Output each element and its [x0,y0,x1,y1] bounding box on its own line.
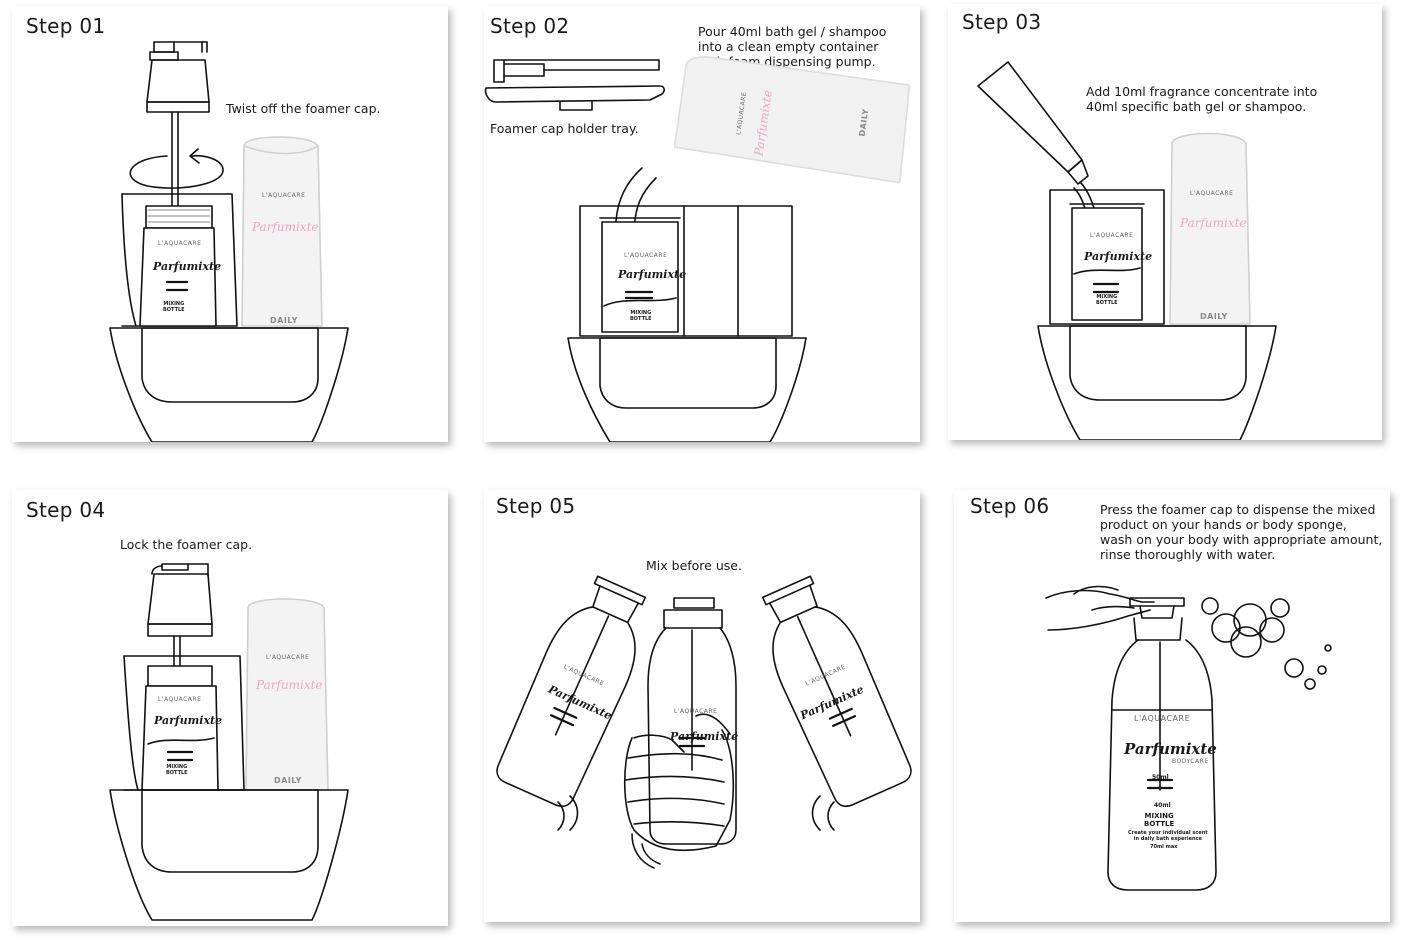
bottle-mixing-label: MIXING BOTTLE [630,310,652,322]
bottle-brand: L'AQUACARE [1090,232,1134,239]
daily-label: DAILY [1200,312,1228,321]
bottle-mixing-label: MIXING BOTTLE [163,301,185,313]
step-card-03: Step 03 Add 10ml fragrance concentrate i… [948,4,1382,440]
bottle-brand-center: L'AQUACARE [674,708,718,715]
bottle-sub: BODYCARE [1172,758,1209,765]
step-caption: Twist off the foamer cap. [226,101,381,116]
step-title: Step 06 [970,494,1050,518]
bottle-name: Parfumixte [1084,250,1153,263]
step-caption: Add 10ml fragrance concentrate into 40ml… [1086,84,1318,114]
foamer-cap-icon [148,564,212,668]
bottle-name: Parfumixte [153,260,222,273]
daily-name: Parfumixte [256,678,323,692]
daily-brand: L'AQUACARE [266,654,310,661]
step-caption: Mix before use. [646,558,742,573]
bottle-vol-a: 50ml [1152,774,1169,781]
step-title: Step 05 [496,494,576,518]
bottle-mixing-label: MIXING BOTTLE [1144,812,1175,828]
step-title: Step 01 [26,14,106,38]
step-title: Step 03 [962,10,1042,34]
bottle-name: Parfumixte [618,268,687,281]
bottle-brand: L'AQUACARE [1134,714,1191,723]
bottle-tagline: Create your individual scent in daily ba… [1128,830,1208,842]
step-caption: Lock the foamer cap. [120,537,253,552]
daily-name: Parfumixte [1180,216,1247,230]
step-card-05: Step 05 Mix before use. [484,490,920,922]
bubbles-icon [1202,598,1331,689]
step-caption-tray: Foamer cap holder tray. [490,121,639,136]
tray-icon [485,60,664,110]
step-title: Step 02 [490,14,570,38]
shake-lines-icon [558,796,834,868]
bottle-mixing-label: MIXING BOTTLE [1096,294,1118,306]
hand-icon [1046,587,1154,630]
step-02-illustration [484,6,920,442]
step-caption: Press the foamer cap to dispense the mix… [1100,502,1383,562]
daily-label: DAILY [274,776,302,785]
step-card-04: Step 04 Lock the foamer cap. L'AQUACARE … [12,490,448,926]
step-06-illustration [954,490,1390,922]
bottle-max: 70ml max [1150,844,1178,850]
bottle-vol-b: 40ml [1154,802,1171,809]
daily-brand: L'AQUACARE [1190,190,1234,197]
bottle-mixing-label: MIXING BOTTLE [166,764,188,776]
bottle-brand: L'AQUACARE [158,696,202,703]
rotate-arrow-icon [130,149,223,188]
step-card-06: Step 06 Press the foamer cap to dispense… [954,490,1390,922]
step-card-02: Step 02 Pour 40ml bath gel / shampoo int… [484,6,920,442]
daily-label: DAILY [270,316,298,325]
step-04-illustration [12,490,448,926]
bottle-name: Parfumixte [1124,740,1217,758]
step-01-illustration [12,6,448,442]
bottle-name-center: Parfumixte [670,730,739,743]
step-title: Step 04 [26,498,106,522]
daily-brand: L'AQUACARE [262,192,306,199]
step-card-01: Step 01 Twist off the foamer cap. [12,6,448,442]
step-caption: Pour 40ml bath gel / shampoo into a clea… [698,24,887,69]
step-03-illustration [948,4,1382,440]
foamer-cap-icon [147,42,209,206]
hand-icon [625,714,734,850]
bottle-brand: L'AQUACARE [158,240,202,247]
daily-name: Parfumixte [252,220,319,234]
bottle-name: Parfumixte [154,714,223,727]
bottle-brand: L'AQUACARE [624,252,668,259]
step-05-illustration [484,490,920,922]
